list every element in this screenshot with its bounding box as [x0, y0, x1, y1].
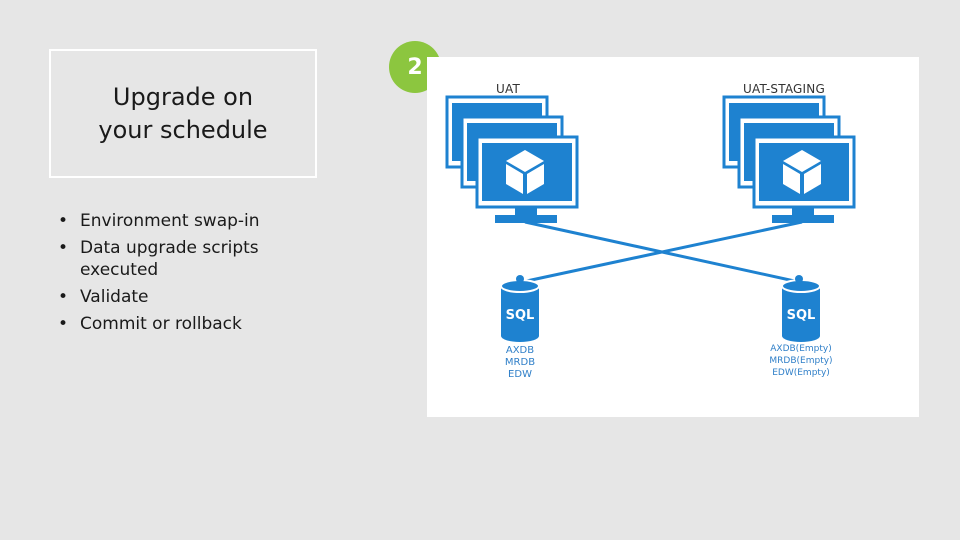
bullet-item: Data upgrade scripts executed [56, 237, 296, 281]
bullet-item: Validate [56, 286, 296, 308]
diagram-panel: SQL SQL UAT UAT-STAGING AXDB MRDB EDW AX… [427, 57, 919, 417]
db-list-uat: AXDB MRDB EDW [465, 345, 575, 381]
connection-line-staging-to-uat-db [521, 220, 803, 284]
monitor-stack-icon [722, 95, 856, 223]
title-box: Upgrade on your schedule [49, 49, 317, 178]
diagram-svg: SQL SQL [445, 95, 856, 342]
cube-icon [783, 150, 821, 194]
db-name: MRDB(Empty) [769, 356, 833, 366]
bullet-item: Environment swap-in [56, 210, 296, 232]
sql-icon-label: SQL [787, 308, 816, 323]
env-label-uat-staging: UAT-STAGING [743, 82, 825, 96]
slide-title: Upgrade on your schedule [98, 82, 268, 144]
cube-icon [506, 150, 544, 194]
db-name: EDW [508, 369, 532, 380]
monitor-stack-icon [445, 95, 579, 223]
sql-icon-label: SQL [506, 308, 535, 323]
bullet-list: Environment swap-in Data upgrade scripts… [56, 210, 296, 340]
sql-database-icon [500, 275, 540, 342]
db-name: AXDB(Empty) [770, 344, 832, 354]
db-list-uat-staging: AXDB(Empty) MRDB(Empty) EDW(Empty) [746, 343, 856, 379]
db-name: AXDB [505, 345, 535, 356]
sql-database-icon [781, 275, 821, 342]
bullet-item: Commit or rollback [56, 313, 296, 335]
db-name: MRDB [504, 357, 536, 368]
env-label-uat: UAT [496, 82, 520, 96]
db-name: EDW(Empty) [772, 368, 830, 378]
